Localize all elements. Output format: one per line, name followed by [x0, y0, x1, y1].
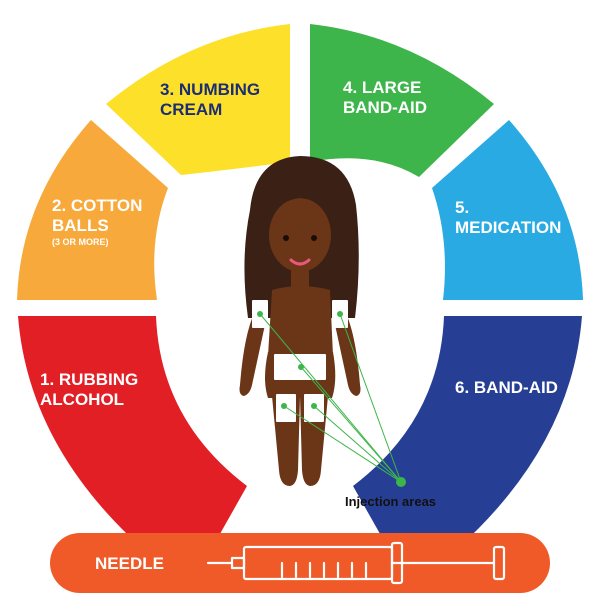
step-rubbing-alcohol-label-1: 1. RUBBING: [40, 370, 138, 389]
step-large-band-aid: 4. LARGE BAND-AID: [310, 24, 494, 177]
mouth: [289, 258, 311, 266]
step-band-aid: 6. BAND-AID: [353, 316, 582, 587]
needle-banner: NEEDLE: [50, 533, 550, 593]
hair-bangs: [266, 172, 338, 220]
step-cotton-balls: 2. COTTON BALLS (3 OR MORE): [17, 120, 168, 300]
step-cotton-balls-label-1: 2. COTTON: [52, 196, 142, 215]
step-large-band-aid-label-2: BAND-AID: [343, 98, 427, 117]
step-medication-label-2: MEDICATION: [455, 218, 561, 237]
syringe-icon: [206, 541, 506, 585]
injection-pointers: [257, 311, 406, 487]
torso: [268, 286, 333, 356]
step-numbing-cream: 3. NUMBING CREAM: [106, 24, 290, 175]
step-numbing-cream-label-1: 3. NUMBING: [160, 80, 260, 99]
step-medication-label-1: 5.: [455, 198, 469, 217]
injection-areas-label: Injection areas: [345, 494, 436, 509]
step-rubbing-alcohol: 1. RUBBING ALCOHOL: [18, 316, 247, 587]
step-cotton-balls-sublabel: (3 OR MORE): [52, 237, 109, 247]
step-medication: 5. MEDICATION: [432, 120, 583, 300]
needle-label: NEEDLE: [95, 554, 164, 573]
right-eye: [311, 235, 317, 241]
step-rubbing-alcohol-label-2: ALCOHOL: [40, 390, 124, 409]
step-large-band-aid-label-1: 4. LARGE: [343, 78, 421, 97]
step-cotton-balls-label-2: BALLS: [52, 216, 109, 235]
face: [269, 198, 331, 272]
step-band-aid-label: 6. BAND-AID: [455, 378, 558, 397]
left-eye: [283, 235, 289, 241]
injection-pointer-anchor: [396, 477, 406, 487]
step-numbing-cream-label-2: CREAM: [160, 100, 222, 119]
